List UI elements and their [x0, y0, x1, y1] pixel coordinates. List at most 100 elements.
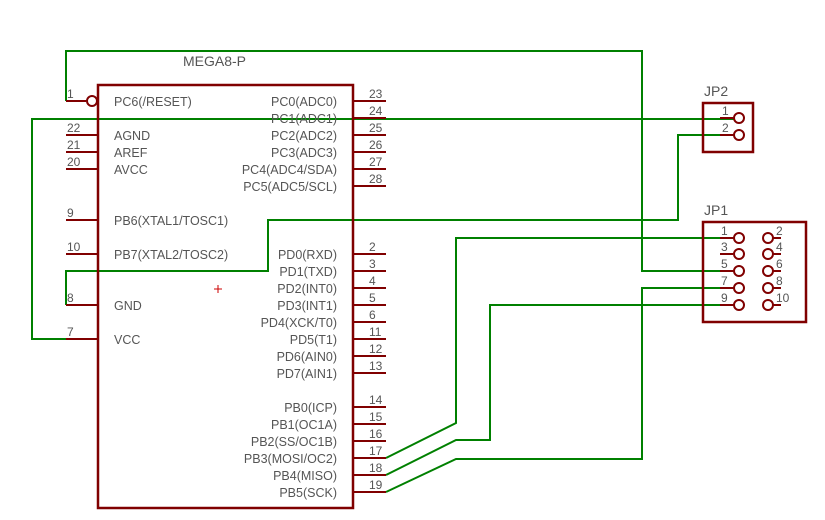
jp1-pin-1[interactable]: 1 [720, 224, 745, 244]
pin-number: 25 [369, 121, 383, 135]
pin-number: 14 [369, 393, 383, 407]
jp1-pin-3[interactable]: 3 [720, 240, 745, 260]
jp1-pin-4[interactable]: 4 [762, 240, 783, 260]
pin-number: 24 [369, 104, 383, 118]
pin-label: PD1(TXD) [279, 265, 337, 279]
pin-label: PC4(ADC4/SDA) [242, 163, 337, 177]
pin-number: 7 [67, 325, 74, 339]
jp2-pin-2[interactable]: 2 [720, 121, 745, 141]
pin-number: 6 [776, 257, 783, 271]
wire-miso[interactable] [385, 304, 735, 476]
pad-icon [733, 232, 745, 244]
wire-gnd[interactable] [65, 134, 735, 305]
wire-reset[interactable] [65, 50, 735, 272]
pin-label: VCC [114, 333, 140, 347]
pin-number: 5 [721, 257, 728, 271]
pin-number: 19 [369, 478, 383, 492]
pin-number: 12 [369, 342, 383, 356]
pin-label: PD5(T1) [290, 333, 337, 347]
chip-origin-mark [214, 285, 222, 293]
jp1-name: JP1 [704, 202, 728, 218]
pin-number: 11 [369, 325, 382, 339]
wire-sck[interactable] [385, 287, 735, 493]
pin-label: PC6(/RESET) [114, 95, 192, 109]
jp1-pin-9[interactable]: 9 [720, 291, 745, 311]
pin-label: AREF [114, 146, 148, 160]
chip-name: MEGA8-P [183, 53, 246, 69]
pin-label: PB3(MOSI/OC2) [244, 452, 337, 466]
pad-icon [733, 299, 745, 311]
pin-number: 28 [369, 172, 383, 186]
pad-icon [762, 232, 774, 244]
pin-number: 17 [369, 444, 383, 458]
jp2-pin-1[interactable]: 1 [720, 104, 745, 124]
pin-label: PB5(SCK) [279, 486, 337, 500]
chip-right-pins: 23PC0(ADC0)24PC1(ADC1)25PC2(ADC2)26PC3(A… [242, 87, 386, 500]
pin-number: 26 [369, 138, 383, 152]
wire-group [31, 50, 735, 493]
pin-label: PC1(ADC1) [271, 112, 337, 126]
jp1-pin-8[interactable]: 8 [762, 274, 783, 294]
pin-number: 1 [721, 224, 728, 238]
pin-number: 1 [722, 104, 729, 118]
pin-number: 7 [721, 274, 728, 288]
jp1-pin-10[interactable]: 10 [762, 291, 790, 311]
pad-icon [733, 112, 745, 124]
pin-label: PD4(XCK/T0) [261, 316, 337, 330]
pin-label: AVCC [114, 163, 148, 177]
pad-icon [762, 265, 774, 277]
pin-label: PD2(INT0) [277, 282, 337, 296]
jp2-header[interactable]: JP2 12 [701, 83, 755, 154]
jp1-pin-5[interactable]: 5 [720, 257, 745, 277]
pin-label: PC0(ADC0) [271, 95, 337, 109]
jp1-pin-2[interactable]: 2 [762, 224, 783, 244]
pad-icon [733, 282, 745, 294]
pin-number: 10 [776, 291, 790, 305]
jp1-pin-6[interactable]: 6 [762, 257, 783, 277]
pin-number: 6 [369, 308, 376, 322]
wire-mosi[interactable] [385, 237, 735, 459]
pin-label: PD3(INT1) [277, 299, 337, 313]
pin-label: PB1(OC1A) [271, 418, 337, 432]
pin-number: 1 [67, 87, 74, 101]
pin-number: 4 [776, 240, 783, 254]
pin-number: 23 [369, 87, 383, 101]
pin-label: PB7(XTAL2/TOSC2) [114, 248, 228, 262]
jp1-pin-7[interactable]: 7 [720, 274, 745, 294]
pin-number: 15 [369, 410, 383, 424]
pin-number: 21 [67, 138, 81, 152]
jp1-body [701, 220, 808, 324]
pin-label: PC2(ADC2) [271, 129, 337, 143]
